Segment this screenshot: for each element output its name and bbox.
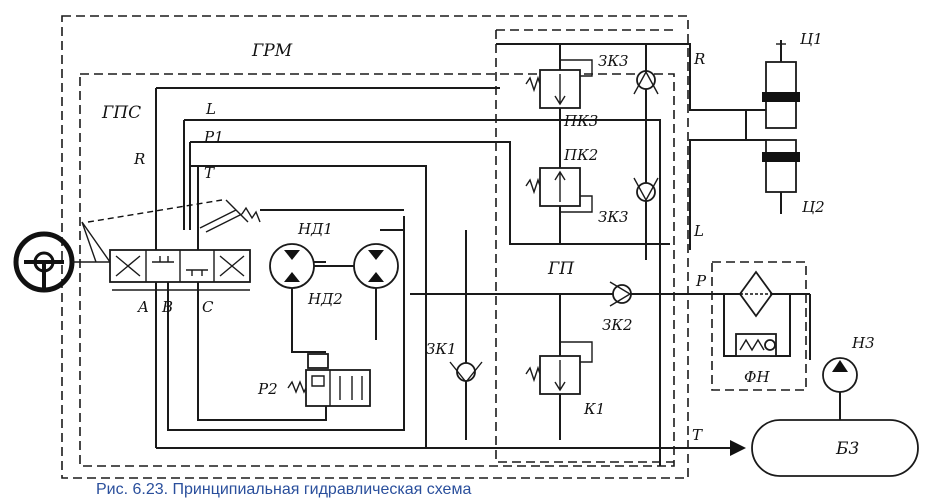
tank-b3-icon: [730, 419, 919, 477]
label-pk3: ПК3: [563, 112, 598, 130]
label-l-top: L: [205, 100, 216, 118]
label-p1: P1: [203, 128, 224, 146]
label-b: B: [161, 298, 173, 316]
filter-fn-icon: [735, 270, 777, 357]
label-k1: К1: [583, 400, 605, 418]
label-l-right: L: [693, 222, 704, 240]
label-p-right: P: [695, 272, 707, 290]
relief-valve-pk2: [525, 167, 593, 213]
check-valve-zk1-icon: [449, 361, 483, 384]
gp-boundary: [495, 29, 807, 463]
label-a: A: [136, 298, 149, 316]
label-n3: Н3: [851, 334, 875, 352]
check-valve-zk3-bottom-icon: [633, 177, 659, 202]
label-zk2: ЗК2: [602, 316, 633, 334]
label-c: C: [202, 298, 214, 316]
cylinder-c1-icon: [762, 40, 800, 129]
relief-valve-k1: [525, 341, 593, 395]
check-valve-zk2-icon: [609, 281, 632, 307]
label-p2: P2: [257, 380, 278, 398]
label-t-top: T: [204, 164, 215, 182]
label-pk2: ПК2: [563, 146, 598, 164]
gps-boundary: [79, 73, 675, 467]
distributor-valve: [109, 249, 251, 291]
cylinder-c2-icon: [762, 139, 800, 214]
label-zk3-top: ЗК3: [598, 52, 629, 70]
label-r-left: R: [133, 150, 145, 168]
label-gp: ГП: [547, 259, 575, 279]
label-grm: ГРМ: [251, 41, 293, 61]
grm-boundary: [61, 15, 689, 479]
label-c2: Ц2: [802, 198, 825, 216]
label-b3: Б3: [835, 439, 859, 459]
relief-valve-pk3: [525, 59, 593, 109]
label-zk3-bot: ЗК3: [598, 208, 629, 226]
label-nd1: НД1: [297, 220, 333, 238]
motor-nd2-icon: [353, 243, 399, 289]
figure-caption: Рис. 6.23. Принципиальная гидравлическая…: [96, 481, 471, 498]
label-gps: ГПС: [101, 103, 141, 123]
valve-p2: [287, 353, 371, 407]
label-t-right: T: [692, 426, 703, 444]
motor-nd1-icon: [269, 243, 354, 289]
label-fn: ФН: [744, 368, 770, 386]
pump-n3-icon: [822, 357, 858, 393]
adjustable-relief-icon: [199, 199, 261, 233]
label-nd2: НД2: [307, 290, 343, 308]
label-r-right: R: [693, 50, 705, 68]
pipeline-network: [155, 43, 841, 466]
label-zk1: ЗК1: [426, 340, 457, 358]
steering-wheel-icon: [13, 199, 223, 293]
check-valve-zk3-top-icon: [633, 70, 659, 95]
labels: ГРМ ГПС ГП R L P1 T A B C НД1 НД2 P2 ЗК1…: [101, 30, 875, 459]
label-c1: Ц1: [800, 30, 823, 48]
